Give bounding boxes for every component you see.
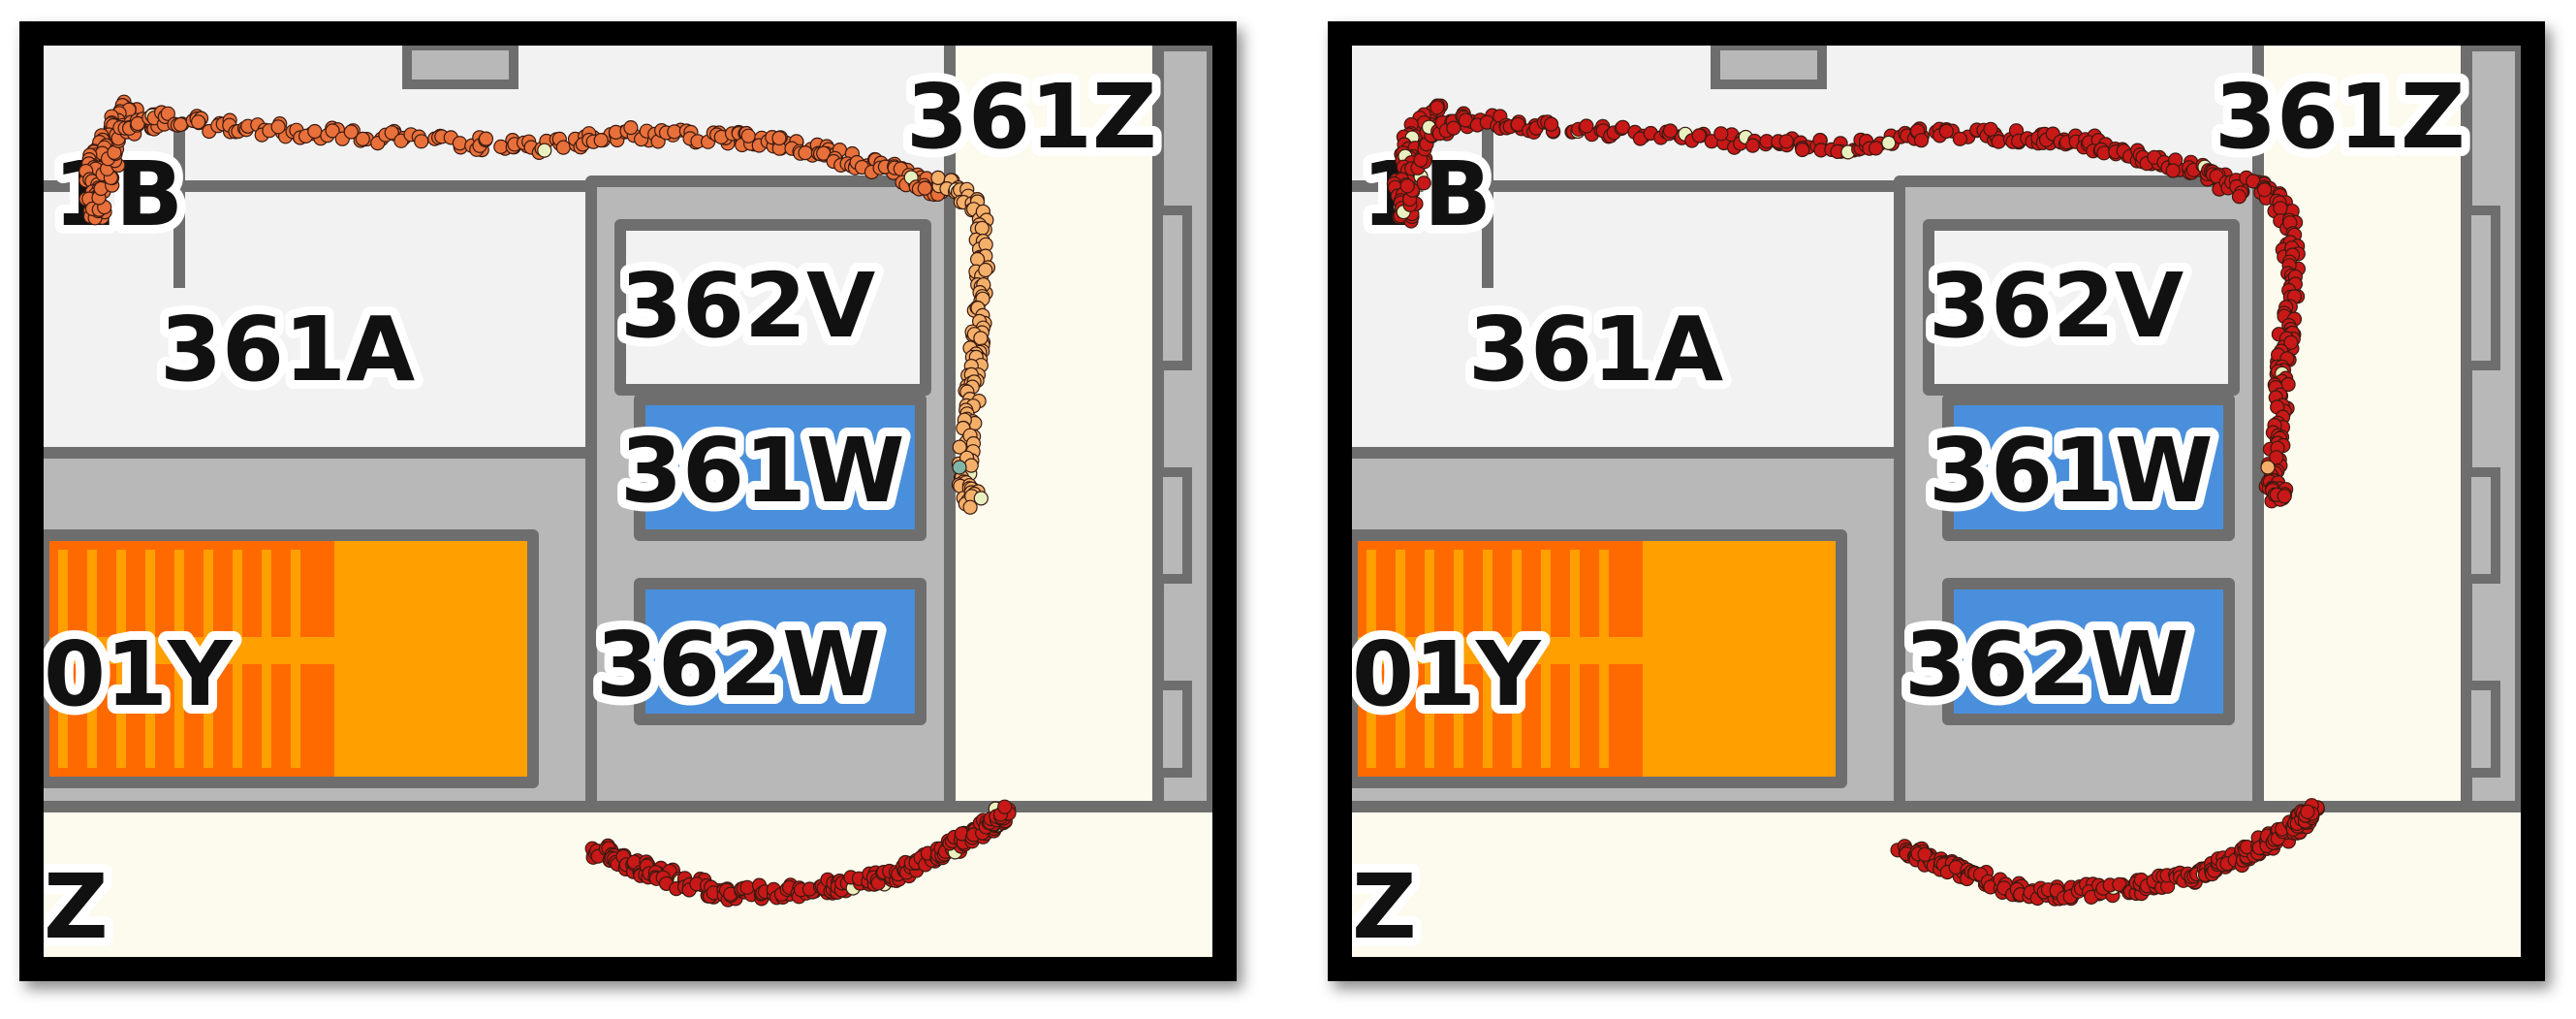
trajectory-right: [930, 170, 996, 515]
trajectory-point: [1429, 100, 1445, 115]
trajectory-point: [952, 460, 967, 475]
trajectory-point: [270, 119, 286, 135]
trajectory-top: [1386, 98, 2250, 229]
trajectory-point: [1744, 138, 1761, 153]
floor-map-left: 1B 361Z 362V 361A 361W 01Y 362W Z: [44, 46, 1212, 957]
trajectory-points: [79, 94, 1017, 908]
trajectory-point: [173, 116, 188, 133]
trajectory-point: [2231, 189, 2247, 205]
trajectory-point: [1913, 133, 1930, 148]
trajectory-point: [1446, 120, 1461, 136]
room-label-362v: 362V: [620, 254, 875, 358]
room-label-362w: 362W: [596, 613, 881, 716]
room-label-362v: 362V: [1929, 254, 2183, 358]
room-362w-fill: [640, 584, 921, 719]
room-label-z: Z: [1352, 855, 1417, 957]
trajectory-bottom: [1890, 798, 2325, 907]
trajectory-point: [1991, 134, 2006, 149]
trajectory-point: [771, 130, 787, 146]
room-label-361z: 361Z: [2215, 65, 2466, 169]
map-panel-left: 1B 361Z 362V 361A 361W 01Y 362W Z: [19, 21, 1237, 981]
room-label-361b: 1B: [1362, 143, 1492, 246]
trajectory-point: [1881, 135, 1897, 151]
trajectory-point: [623, 119, 639, 136]
trajectory-point: [1510, 116, 1525, 132]
trajectory-point: [1416, 175, 1431, 191]
trajectory-point: [593, 132, 609, 148]
trajectory-point: [1579, 118, 1594, 134]
map-panel-right: 1B 361Z 362V 361A 361W 01Y 362W Z: [1328, 21, 2545, 981]
trajectory-point: [667, 124, 682, 140]
room-labels: 1B 361Z 362V 361A 361W 01Y 362W Z: [44, 56, 1166, 957]
trajectory-point: [2273, 201, 2288, 216]
room-label-361a: 361A: [1468, 298, 1723, 401]
trajectory-point: [355, 131, 370, 147]
room-label-361a: 361A: [160, 298, 415, 401]
room-label-362w: 362W: [1904, 613, 2189, 716]
trajectory-point: [384, 125, 399, 141]
trajectory-point: [2277, 489, 2292, 504]
trajectory-point: [555, 140, 571, 155]
trajectory-point: [978, 262, 993, 278]
floor-map-right: 1B 361Z 362V 361A 361W 01Y 362W Z: [1352, 46, 2521, 957]
room-label-z: Z: [44, 855, 109, 957]
trajectory-point: [973, 491, 989, 506]
trajectory-point: [452, 136, 467, 151]
room-362w-fill: [1948, 584, 2229, 719]
floor-plan: [1352, 46, 2521, 957]
trajectory-point: [962, 499, 978, 515]
room-label-361z: 361Z: [906, 65, 1157, 169]
trajectory-point: [1952, 131, 1968, 146]
trajectory-top: [79, 94, 950, 226]
trajectory-point: [952, 439, 967, 455]
trajectory-point: [798, 144, 813, 161]
room-labels: 1B 361Z 362V 361A 361W 01Y 362W Z: [1352, 56, 2474, 957]
trajectory-point: [537, 143, 552, 158]
trajectory-point: [1868, 141, 1884, 156]
room-361w-fill: [640, 399, 921, 535]
trajectory-point: [1938, 123, 1955, 140]
trajectory-point: [1399, 178, 1415, 194]
room-label-361w: 361W: [620, 419, 905, 523]
trajectory-point: [997, 799, 1013, 814]
trajectory-point: [2260, 460, 2276, 475]
trajectory-point: [1778, 134, 1794, 149]
trajectory-right: [2239, 170, 2307, 509]
trajectory-point: [2256, 182, 2273, 198]
trajectory-point: [1691, 128, 1707, 143]
trajectory-point: [739, 879, 755, 895]
trajectory-point: [1713, 126, 1729, 142]
room-label-361w: 361W: [1929, 419, 2214, 523]
room-361w-fill: [1948, 399, 2229, 535]
trajectory-point: [1615, 119, 1630, 135]
trajectory-point: [478, 131, 494, 146]
trajectory-point: [191, 114, 206, 130]
trajectory-point: [973, 331, 989, 346]
trajectory-bottom: [584, 799, 1017, 908]
trajectory-point: [1795, 142, 1810, 158]
trajectory-point: [325, 123, 340, 139]
trajectory-point: [1983, 121, 1998, 137]
trajectory-point: [1662, 123, 1679, 139]
trajectory-point: [160, 106, 175, 121]
trajectory-point: [917, 180, 932, 196]
trajectory-point: [1544, 116, 1559, 132]
trajectory-point: [740, 128, 756, 143]
trajectory-point: [2283, 334, 2299, 350]
trajectory-point: [307, 123, 323, 140]
trajectory-point: [414, 134, 429, 149]
trajectory-point: [2165, 163, 2181, 178]
trajectory-point: [2300, 804, 2315, 819]
room-label-301y: 01Y: [44, 622, 234, 726]
room-label-301y: 01Y: [1352, 622, 1542, 726]
trajectory-point: [343, 124, 359, 140]
trajectory-points: [1386, 98, 2325, 907]
floor-plan: [44, 46, 1212, 957]
